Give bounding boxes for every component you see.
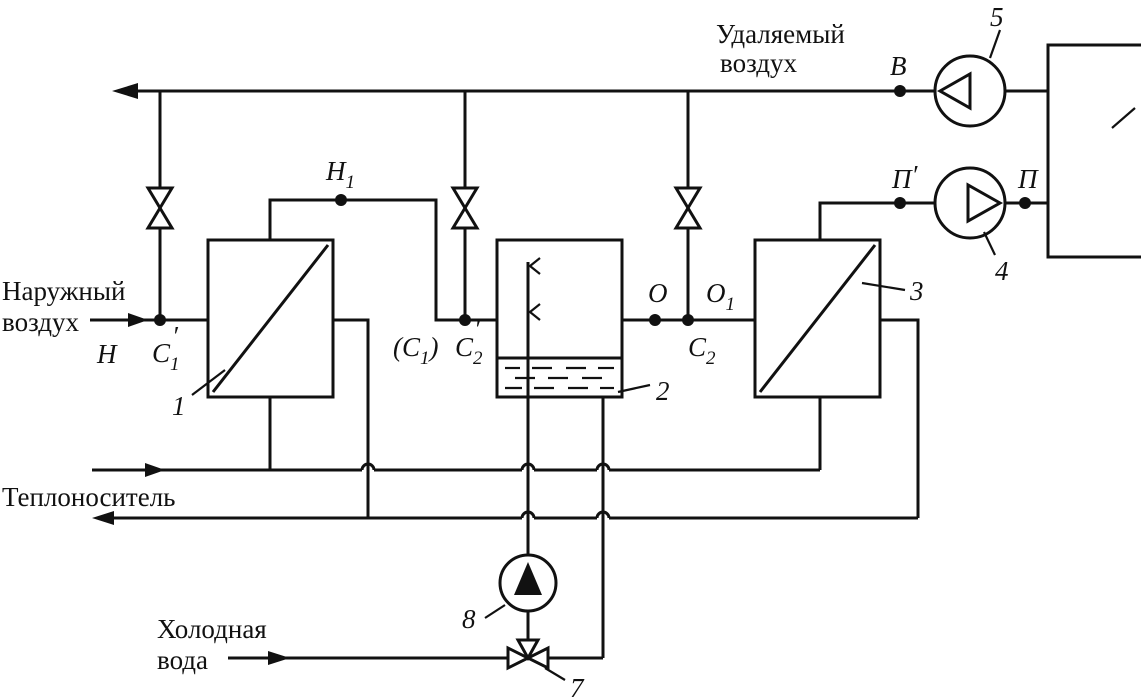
number-2: 2	[656, 376, 670, 406]
outdoor-air-inlet	[90, 313, 208, 327]
supply-fan-4	[933, 166, 1007, 256]
point-p-dot	[1019, 197, 1031, 209]
cold-water-label-2: вода	[157, 645, 208, 675]
number-5: 5	[990, 2, 1004, 32]
exhaust-duct	[112, 83, 1048, 99]
point-c2-dot	[682, 314, 694, 326]
supply-duct	[818, 197, 1048, 240]
point-b-label: В	[890, 51, 907, 81]
exhaust-outlet-arrow-icon	[112, 83, 138, 99]
air-duct-n1	[268, 194, 497, 326]
point-c1-dot	[154, 314, 166, 326]
point-n1-dot	[335, 194, 347, 206]
cold-water-inlet	[228, 651, 508, 665]
point-o-dot	[649, 314, 661, 326]
number-1: 1	[172, 391, 186, 421]
air-duct-o	[622, 314, 755, 326]
number-8: 8	[462, 604, 476, 634]
bypass-valve-1	[145, 91, 175, 320]
number-4: 4	[995, 256, 1009, 286]
point-c1p-label: C1	[152, 338, 180, 375]
point-pp-label: П′	[891, 160, 919, 194]
exhaust-air-label-2: воздух	[720, 48, 797, 78]
bypass-valve-2	[450, 91, 480, 320]
inlet-arrow-icon	[128, 313, 148, 327]
exhaust-air-label-1: Удаляемый	[716, 19, 845, 49]
outdoor-air-label-2: воздух	[2, 307, 79, 337]
heat-exchanger-1	[191, 238, 335, 399]
point-c2p-label: C2	[455, 332, 483, 369]
outdoor-air-label-1: Наружный	[2, 276, 125, 306]
point-b-dot	[894, 85, 906, 97]
air-handling-unit-box	[1046, 43, 1141, 259]
exhaust-fan-5	[933, 29, 1007, 128]
point-n-label: Н	[96, 339, 118, 369]
point-c1-paren-label: (C1)	[393, 332, 439, 369]
bypass-valve-3	[673, 91, 703, 320]
point-c2p-prime: ′	[474, 314, 481, 344]
heat-carrier-return-line	[92, 318, 920, 525]
heat-return-arrow-icon	[92, 511, 114, 525]
heat-carrier-label: Теплоноситель	[2, 482, 176, 512]
water-circuit	[526, 397, 605, 660]
heat-supply-arrow-icon	[145, 463, 165, 477]
point-p-label: П	[1017, 164, 1039, 194]
point-o1-label: О1	[706, 278, 735, 315]
point-pp-dot	[894, 197, 906, 209]
cold-water-label-1: Холодная	[157, 614, 267, 644]
point-c1p-prime: ′	[172, 321, 179, 351]
heat-carrier-supply-line	[92, 397, 822, 477]
point-o-label: О	[648, 278, 668, 308]
point-c2p-dot	[459, 314, 471, 326]
valve-7	[506, 638, 566, 681]
point-c2-label: C2	[688, 332, 716, 369]
number-3: 3	[909, 276, 924, 306]
pump-8	[484, 553, 558, 619]
cold-water-arrow-icon	[268, 651, 290, 665]
number-7: 7	[570, 673, 585, 700]
point-n1-label: Н1	[325, 156, 355, 193]
